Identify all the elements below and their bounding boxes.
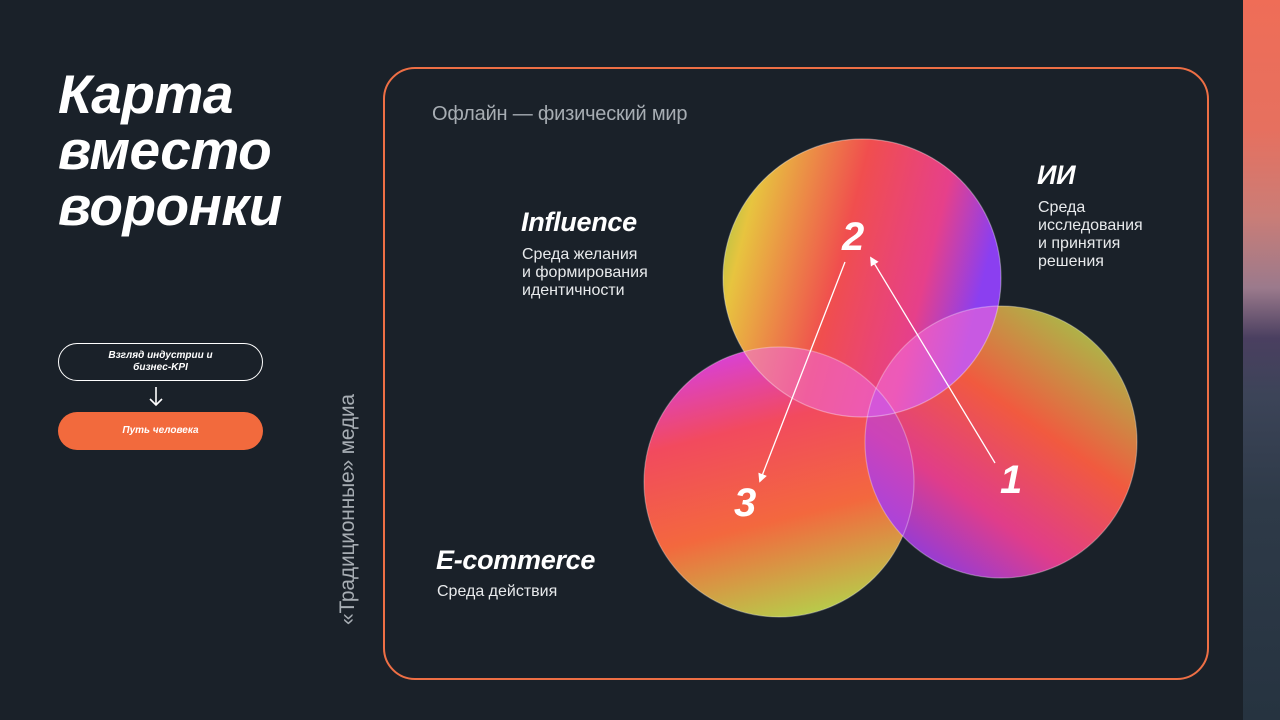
- human-path-button[interactable]: Путь человека: [58, 412, 263, 450]
- ai-line: решения: [1038, 253, 1104, 270]
- step-number-3: 3: [734, 481, 757, 525]
- ecommerce-line: Среда действия: [437, 583, 558, 600]
- ai-line: исследования: [1038, 217, 1143, 234]
- offline-label: Офлайн — физический мир: [432, 103, 688, 125]
- ai-line: и принятия: [1038, 235, 1121, 252]
- title-line: вместо: [58, 119, 272, 181]
- human-path-label: Путь человека: [122, 425, 199, 436]
- industry-view-label: Взгляд индустрии и бизнес-KPI: [108, 350, 213, 373]
- step-number-1: 1: [1000, 458, 1023, 502]
- ecommerce-title: E-commerce: [436, 545, 596, 575]
- influence-line: идентичности: [522, 282, 625, 299]
- arrow-down-icon: [149, 387, 163, 407]
- ecommerce-description: Среда действия: [437, 583, 557, 601]
- title-line: воронки: [58, 175, 282, 237]
- influence-description: Среда желания и формирования идентичност…: [522, 246, 648, 300]
- ai-line: Среда: [1038, 199, 1086, 216]
- ai-title: ИИ: [1037, 160, 1076, 190]
- influence-line: и формирования: [522, 264, 648, 281]
- ai-description: Среда исследования и принятия решения: [1038, 199, 1143, 271]
- arrow-2-to-3: [758, 261, 846, 483]
- overlap-top: [723, 306, 1001, 417]
- industry-view-button[interactable]: Взгляд индустрии и бизнес-KPI: [58, 343, 263, 381]
- arrow-1-to-2: [870, 256, 996, 464]
- influence-title: Influence: [521, 207, 637, 237]
- page-title: Карта вместо воронки: [58, 66, 358, 234]
- diagram-frame: [383, 67, 1209, 680]
- step-number-2: 2: [842, 215, 865, 259]
- decorative-gradient-strip: [1243, 0, 1280, 720]
- title-line: Карта: [58, 63, 234, 125]
- influence-line: Среда желания: [522, 246, 638, 263]
